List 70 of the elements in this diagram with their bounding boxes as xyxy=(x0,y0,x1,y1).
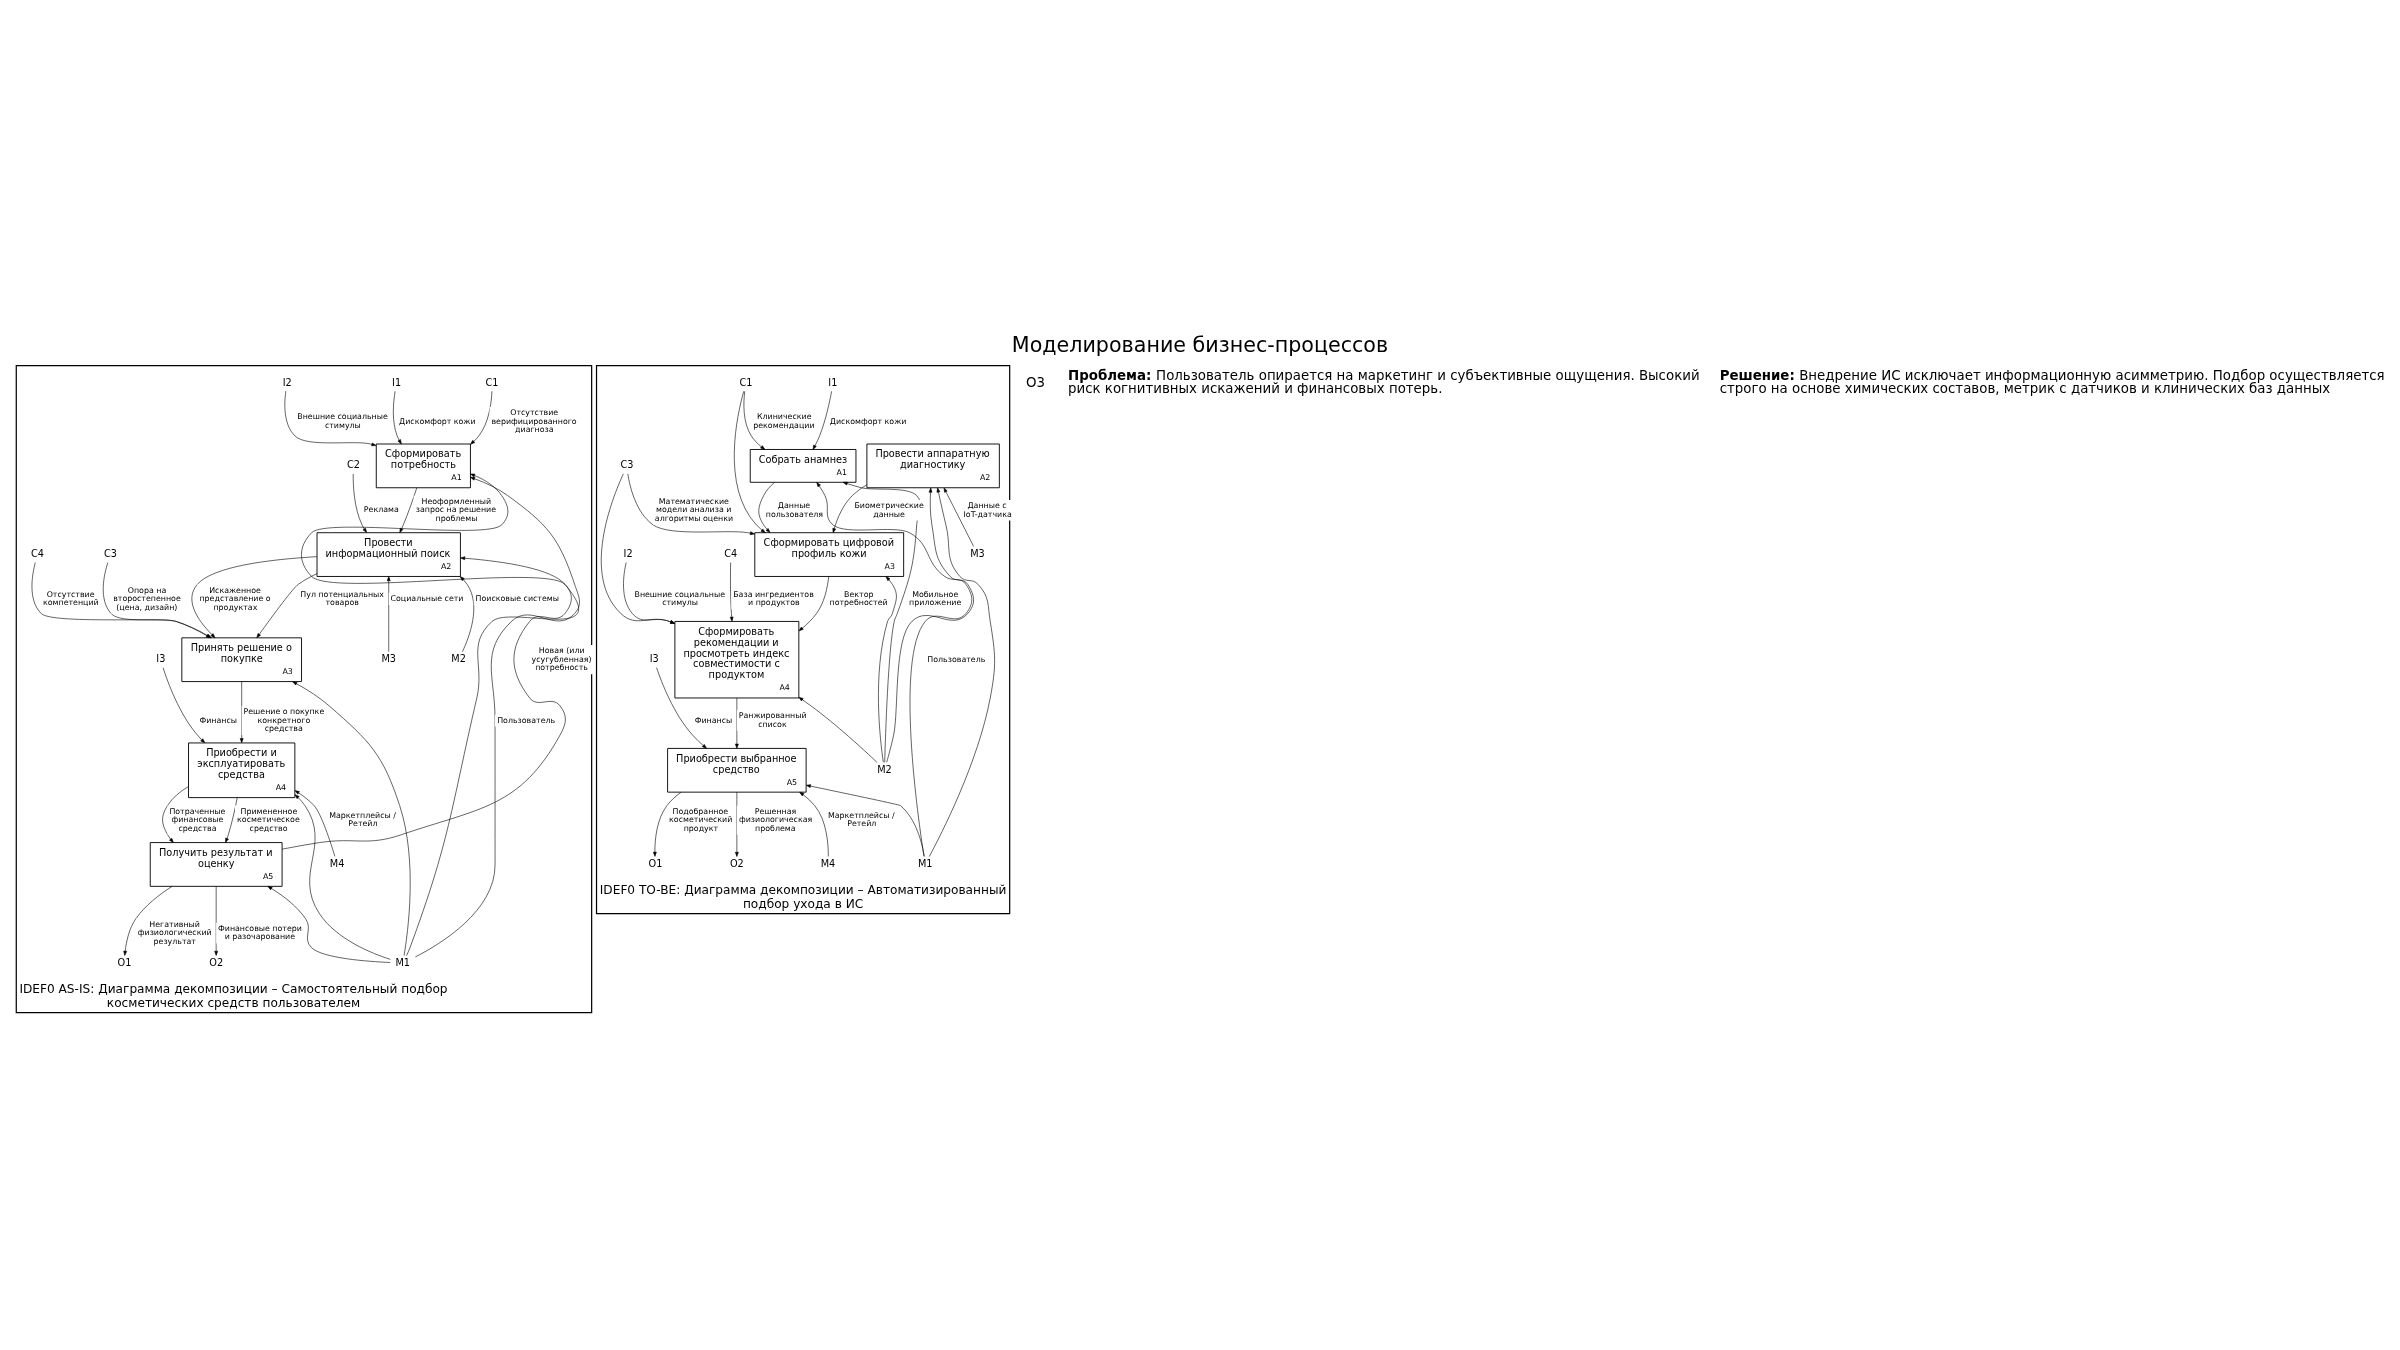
arrow xyxy=(943,487,974,547)
arrow xyxy=(239,680,244,743)
node-text: C3 xyxy=(620,458,634,470)
arrow xyxy=(386,575,391,652)
arrow xyxy=(162,667,206,743)
label: O3 xyxy=(1026,374,1046,390)
node-text: C4 xyxy=(724,547,738,559)
arrow xyxy=(284,390,377,446)
arrow xyxy=(735,791,739,857)
arrow xyxy=(798,575,829,631)
arrow xyxy=(294,789,336,857)
node-text: C2 xyxy=(346,458,360,470)
arrow xyxy=(799,791,829,857)
node-text: M1 xyxy=(917,857,933,869)
arrow xyxy=(729,561,734,622)
diagram-title: Моделирование бизнес-процессов xyxy=(1011,332,1389,357)
node-text: O1 xyxy=(648,857,663,869)
node-text: I2 xyxy=(282,376,292,388)
arrow xyxy=(735,697,739,749)
node-text: M1 xyxy=(395,956,410,968)
node-text: M2 xyxy=(877,763,892,775)
arrow xyxy=(459,575,475,652)
arrow xyxy=(393,390,402,444)
arrow xyxy=(842,481,921,763)
arrow xyxy=(743,390,766,450)
arrow xyxy=(352,473,367,533)
arrow xyxy=(225,796,238,843)
node-text: C1 xyxy=(485,376,499,388)
arrow xyxy=(470,390,493,445)
arrow xyxy=(878,575,897,763)
node-text: M3 xyxy=(381,652,397,664)
arrow xyxy=(653,791,682,857)
arrow xyxy=(256,572,318,638)
label: Решение: Внедрение ИС исключает информационную асимметрию. Подбор осуществляется строго на основе химических составов, метрик с датчиков и клинических баз данных xyxy=(1719,367,2385,396)
node-text: C3 xyxy=(103,547,117,559)
node-text: O1 xyxy=(117,956,132,968)
arrow xyxy=(162,785,189,843)
arrow xyxy=(399,487,418,533)
arrow xyxy=(656,666,707,749)
arrow xyxy=(623,561,676,624)
node-text: I1 xyxy=(392,376,402,388)
node-text: I3 xyxy=(156,652,166,664)
node-text: M4 xyxy=(820,857,836,869)
arrow xyxy=(627,473,755,535)
arrow xyxy=(798,696,878,763)
arrow xyxy=(406,555,579,956)
arrow xyxy=(281,473,572,849)
arrow xyxy=(292,680,411,956)
node-text: I1 xyxy=(828,376,838,388)
arrow xyxy=(294,793,391,960)
arrow xyxy=(928,487,995,857)
node-text: M3 xyxy=(970,547,985,559)
arrow xyxy=(123,885,173,956)
node-text: I2 xyxy=(623,547,633,559)
arrow xyxy=(734,390,766,533)
node-text: C4 xyxy=(31,547,45,559)
arrow xyxy=(812,390,832,450)
label: Проблема: Пользователь опирается на маркетинг и субъективные ощущения. Высокий риск когнитивных искажений и финансовых потерь. xyxy=(1068,367,1700,396)
node-text: O2 xyxy=(209,956,224,968)
node-text: C1 xyxy=(739,376,753,388)
arrow xyxy=(758,481,775,533)
node-text: I3 xyxy=(649,652,659,664)
arrow xyxy=(806,783,925,857)
node-text: M2 xyxy=(451,652,466,664)
arrow xyxy=(601,473,676,624)
arrow xyxy=(886,487,974,763)
arrow xyxy=(832,484,868,533)
arrow xyxy=(267,885,391,963)
node-text: M4 xyxy=(329,857,345,869)
node-text: O2 xyxy=(729,857,744,869)
